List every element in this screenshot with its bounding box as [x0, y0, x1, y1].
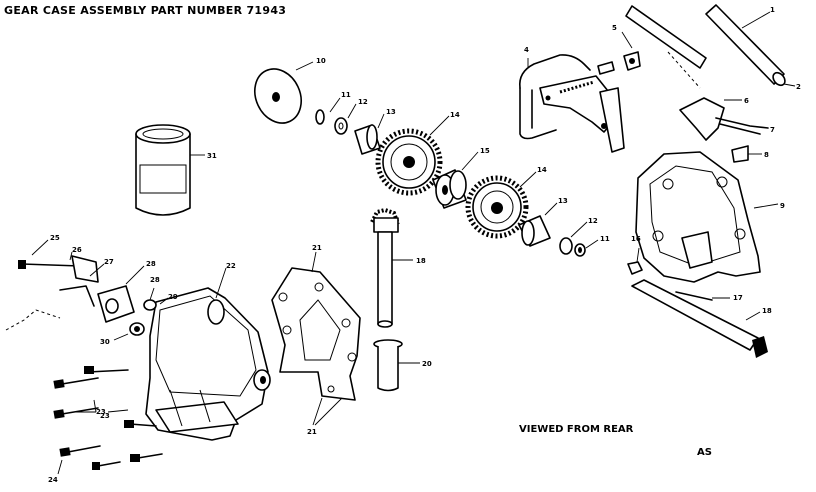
part-mounting-bolts	[53, 366, 163, 475]
callout-27: 27	[104, 258, 114, 266]
callout-28b: 28	[150, 276, 160, 284]
callout-23a: 23	[96, 408, 106, 416]
callout-12b: 12	[588, 217, 598, 225]
view-caption: VIEWED FROM REAR	[519, 424, 634, 435]
part-output-shaft	[627, 247, 768, 358]
callout-13a: 13	[386, 108, 396, 116]
callout-7: 7	[770, 126, 775, 134]
callout-25: 25	[50, 234, 60, 242]
callout-8: 8	[764, 151, 769, 159]
callout-6: 6	[744, 97, 749, 105]
callout-18a: 18	[762, 307, 772, 315]
part-pinion-shaft	[370, 207, 413, 328]
callout-2: 2	[796, 83, 801, 91]
callout-labels: 1 2 5 4 6 7 8 9 10 11 12 13 14 15 14 13 …	[48, 6, 801, 484]
callout-15: 15	[480, 147, 490, 155]
callout-5: 5	[612, 24, 617, 32]
callout-9: 9	[780, 202, 785, 210]
part-bevel-gear-upper	[375, 115, 450, 196]
part-filter-cartridge	[135, 124, 205, 216]
callout-21b: 21	[307, 428, 317, 436]
part-washers-upper	[315, 97, 385, 155]
callout-20: 20	[422, 360, 432, 368]
figure-code: AS	[697, 447, 712, 458]
callout-10: 10	[316, 57, 326, 65]
diagram-title: GEAR CASE ASSEMBLY PART NUMBER 71943	[4, 4, 286, 17]
callout-13b: 13	[558, 197, 568, 205]
callout-31: 31	[207, 152, 217, 160]
callout-28a: 28	[146, 260, 156, 268]
callout-30: 30	[100, 338, 110, 346]
callout-26: 26	[72, 246, 82, 254]
callout-11a: 11	[341, 91, 351, 99]
part-gear-case-housing	[145, 267, 271, 441]
callout-29: 29	[168, 293, 178, 301]
part-sleeve	[373, 339, 420, 392]
part-linkage-assembly	[5, 239, 169, 341]
part-gasket	[271, 251, 361, 426]
callout-11b: 11	[600, 235, 610, 243]
callout-16: 16	[631, 235, 641, 243]
callout-17: 17	[733, 294, 743, 302]
part-bevel-gear-lower	[465, 171, 537, 239]
part-washers-lower	[518, 202, 599, 257]
part-mounting-bracket	[635, 151, 779, 283]
callout-4: 4	[524, 46, 529, 54]
part-lever-plate	[679, 97, 769, 163]
part-rods-and-nut	[597, 4, 796, 89]
callout-21a: 21	[312, 244, 322, 252]
callout-1: 1	[770, 6, 775, 14]
callout-24: 24	[48, 476, 58, 484]
part-clutch-spool	[432, 151, 479, 209]
callout-23b: 23	[100, 412, 110, 420]
part-u-bracket	[518, 54, 625, 153]
callout-14b: 14	[537, 166, 547, 174]
callout-22: 22	[226, 262, 236, 270]
callout-14a: 14	[450, 111, 460, 119]
part-disc-plate	[254, 61, 314, 124]
callout-12a: 12	[358, 98, 368, 106]
callout-18b: 18	[416, 257, 426, 265]
